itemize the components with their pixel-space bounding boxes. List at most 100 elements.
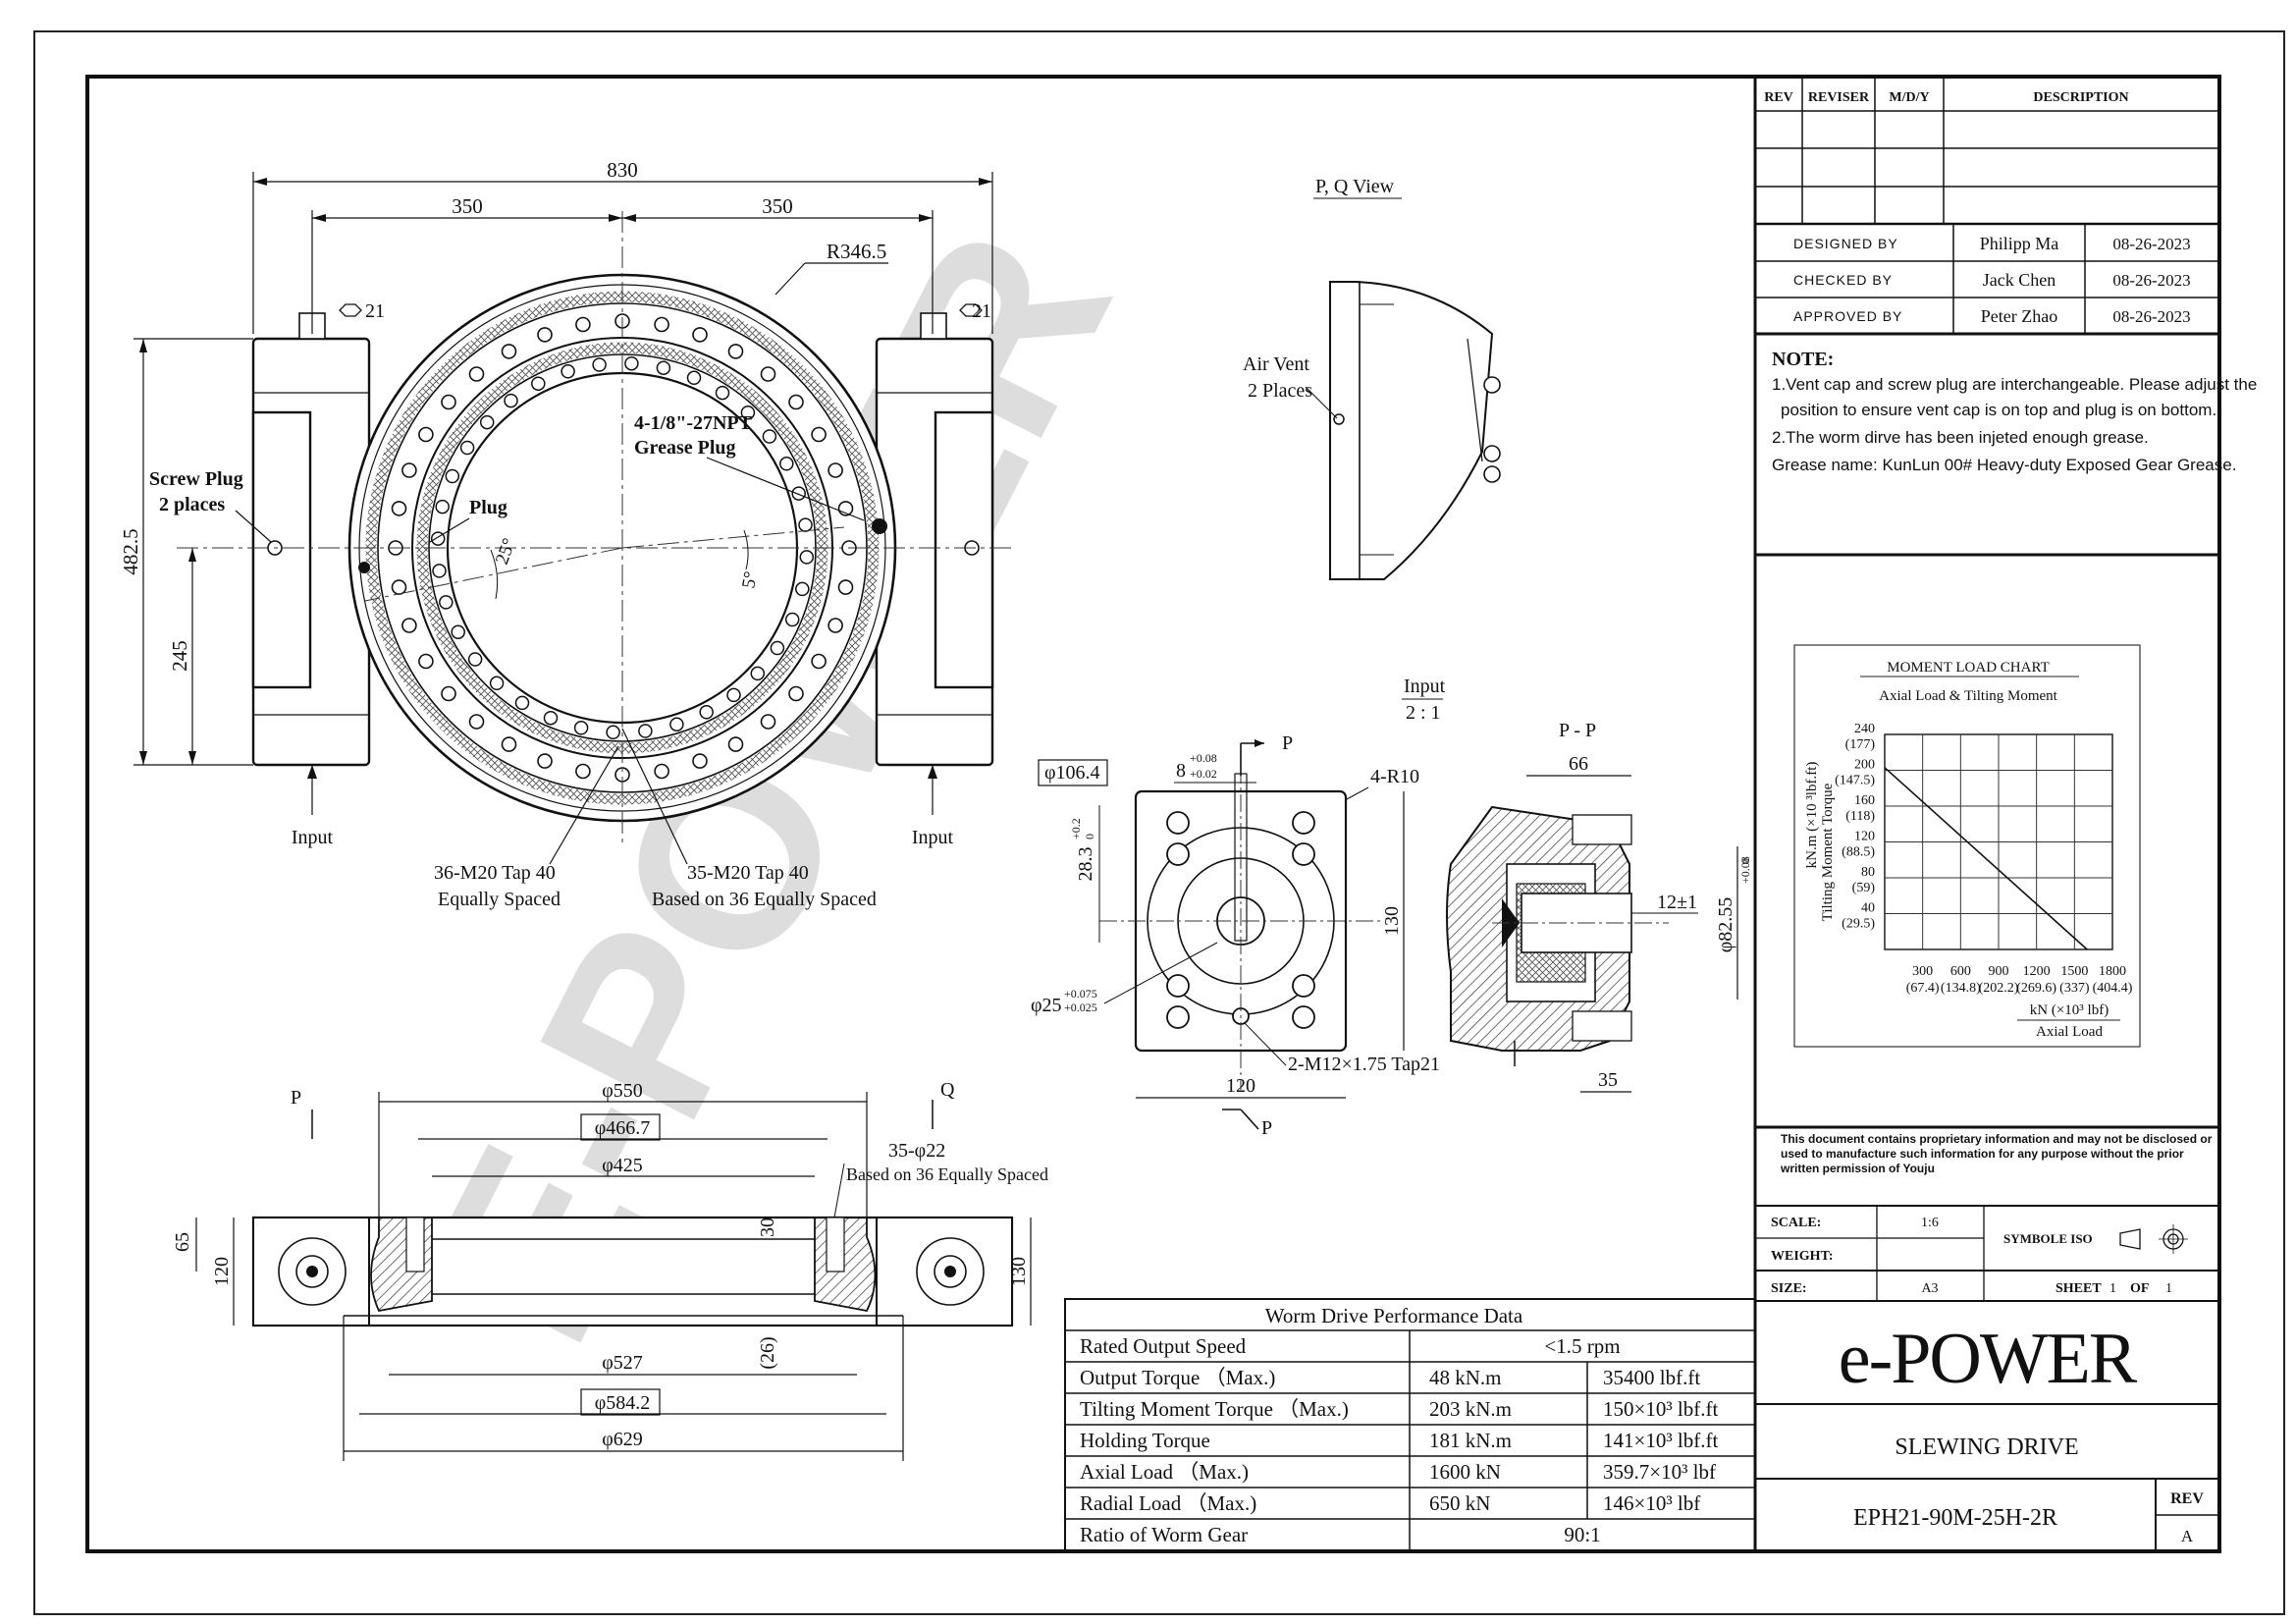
performance-table: Worm Drive Performance Data Rated Output… (1064, 1298, 1756, 1552)
performance-row-label: Output Torque （Max.) (1080, 1366, 1275, 1389)
approval-role: DESIGNED BY (1793, 236, 1898, 251)
description-col-header: DESCRIPTION (2033, 90, 2128, 105)
bolt-hole (727, 344, 744, 359)
bolt-hole (418, 426, 434, 443)
pp-view-title: P - P (1559, 720, 1596, 741)
bolt-hole (760, 366, 776, 382)
worm-housing-right (875, 312, 994, 767)
chart-x-tick: 900 (1989, 964, 2009, 979)
bolt-hole (514, 695, 530, 711)
rev-col-header: REV (1764, 90, 1793, 105)
approval-row: DESIGNED BY Philipp Ma 08-26-2023 (1793, 234, 2191, 253)
screw-plug-label: Screw Plug (149, 468, 243, 490)
bolt-hole (654, 763, 669, 780)
dim-r346-5: R346.5 (827, 240, 886, 263)
chart-x-tick: 1500 (2060, 964, 2088, 979)
pp-view: P - P 66 12±1 φ82.55 +0.08 0 35 (1446, 720, 1752, 1093)
bolt-hole (799, 550, 815, 565)
bolt-hole (459, 440, 475, 456)
chart-y-tick-alt: (177) (1845, 737, 1876, 752)
dia-425: φ425 (602, 1155, 643, 1176)
performance-row-metric: 1600 kN (1429, 1460, 1501, 1484)
key-width: 8 (1176, 760, 1186, 782)
approval-date: 08-26-2023 (2112, 271, 2190, 290)
inner-bolt-holes (430, 355, 815, 740)
dim-35: 35 (1598, 1069, 1618, 1091)
grease-plug-marker (872, 518, 887, 534)
part-number: EPH21-90M-25H-2R (1853, 1505, 2057, 1531)
approval-role: CHECKED BY (1793, 272, 1893, 288)
bolt-hole (770, 640, 785, 656)
bolt-hole (441, 685, 456, 702)
bolt-hole (699, 705, 714, 720)
performance-title: Worm Drive Performance Data (1265, 1304, 1523, 1327)
performance-row-metric: 181 kN.m (1429, 1429, 1512, 1452)
title-block: REV REVISER M/D/Y DESCRIPTION DESIGNED B… (1753, 77, 2257, 1551)
chart-x-tick: 1200 (2023, 964, 2051, 979)
performance-row-imperial: 359.7×10³ lbf (1603, 1460, 1716, 1484)
performance-row-imperial: 150×10³ lbf.ft (1603, 1397, 1718, 1421)
grease-plug-label: Grease Plug (634, 437, 736, 459)
npt-label: 4-1/8"-27NPT (634, 412, 753, 434)
chart-y-tick: 160 (1854, 793, 1875, 808)
of-value: 1 (2165, 1281, 2172, 1296)
bolt-hole (828, 462, 843, 478)
chart-x-tick: 1800 (2099, 964, 2126, 979)
bolt-hole (784, 612, 800, 627)
approval-name: Peter Zhao (1981, 306, 2057, 326)
bolt-hole (715, 385, 730, 401)
approval-row: CHECKED BY Jack Chen 08-26-2023 (1793, 270, 2191, 290)
performance-row-metric: 650 kN (1429, 1491, 1490, 1515)
outer-border (33, 30, 2285, 1615)
equally-spaced-label: Equally Spaced (438, 889, 561, 910)
bolt-hole (762, 429, 777, 444)
bolt-hole (837, 579, 854, 595)
bolt-hole (654, 316, 669, 333)
bolt-hole (561, 364, 575, 379)
chart-y-tick-alt: (59) (1852, 881, 1876, 895)
chart-grid (1884, 733, 2113, 950)
dim-120-input: 120 (1226, 1075, 1255, 1097)
bolt-hole (760, 714, 776, 730)
based-36-label: Based on 36 Equally Spaced (652, 889, 877, 910)
bolt-hole (624, 355, 639, 371)
two-places-label: 2 places (159, 494, 225, 515)
approval-name: Jack Chen (1983, 270, 2056, 290)
bolt-hole (606, 725, 620, 740)
performance-row-metric: 90:1 (1564, 1523, 1600, 1546)
bolt-hole (543, 710, 559, 726)
bolt-hole (726, 687, 741, 703)
chart-y-ticks: 240(177)200(147.5)160(118)120(88.5)80(59… (1835, 722, 1875, 932)
bolt-hole (501, 736, 517, 752)
chart-x-label: kN (×10³ lbf) (2030, 1002, 2109, 1018)
chart-x-tick-alt: (134.8) (1941, 981, 1981, 996)
bolt-hole (439, 595, 454, 610)
chart-x-ticks: 300(67.4)600(134.8)900(202.2)1200(269.6)… (1906, 964, 2133, 996)
bolt-hole (795, 581, 810, 597)
projection-symbol-icon (2119, 1224, 2188, 1254)
input-label-right: Input (912, 827, 954, 848)
chart-series-line (1884, 767, 2088, 950)
chart-x-sublabel: Axial Load (2036, 1024, 2103, 1040)
section-label-p: P (291, 1087, 301, 1109)
bolt-hole (501, 344, 517, 359)
bolt-hole (489, 676, 505, 691)
chart-x-tick-alt: (67.4) (1906, 981, 1940, 996)
chart-x-tick-alt: (202.2) (1979, 981, 2019, 996)
bolt-hole (779, 457, 794, 471)
disclaimer: This document contains proprietary infor… (1781, 1132, 2213, 1175)
chart-x-tick-alt: (337) (2059, 981, 2090, 996)
tap-36-label: 36-M20 Tap 40 (434, 862, 556, 884)
approval-date: 08-26-2023 (2112, 307, 2190, 326)
dim-30: 30 (757, 1218, 778, 1237)
bolt-hole (391, 501, 407, 516)
bolt-hole (468, 714, 485, 730)
bolt-hole (441, 394, 456, 410)
bolt-hole (537, 327, 553, 343)
radius-4-r10: 4-R10 (1370, 766, 1419, 787)
air-vent-places: 2 Places (1248, 380, 1312, 402)
sheet-label: SHEET (2056, 1281, 2102, 1296)
